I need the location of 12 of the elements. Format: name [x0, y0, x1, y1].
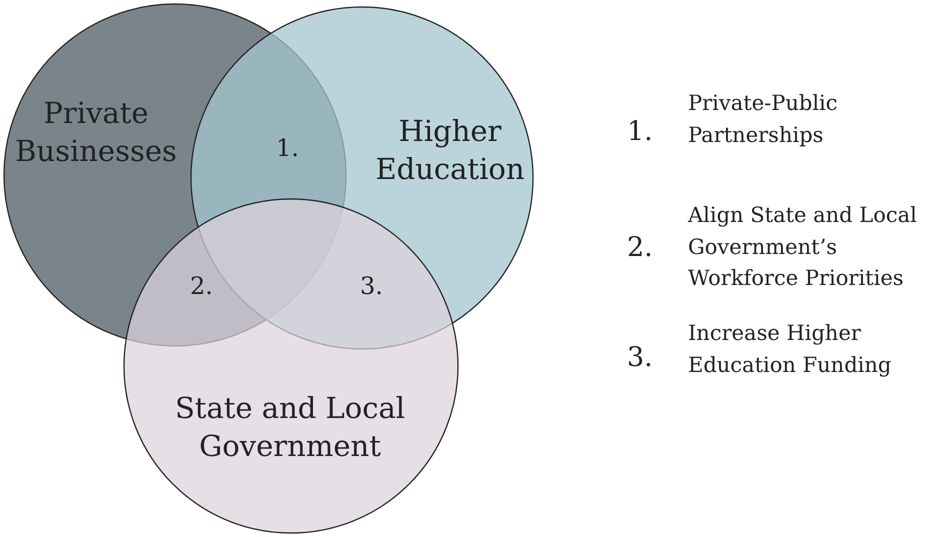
list-number: 3. — [627, 341, 654, 375]
list-number: 2. — [627, 231, 654, 265]
list-number: 1. — [627, 115, 654, 149]
circle-label: State and Local Government — [174, 390, 406, 465]
region-number: 1. — [276, 133, 300, 164]
region-number: 3. — [360, 271, 384, 302]
list-item-text: Align State and Local Government’s Workforce Priorities — [688, 202, 918, 292]
list-item-text: Private-Public Partnerships — [688, 90, 839, 148]
list-item-text: Increase Higher Education Funding — [688, 320, 892, 379]
circle-label: Private Businesses — [14, 95, 178, 170]
circle-label: Higher Education — [374, 113, 526, 188]
region-number: 2. — [190, 271, 214, 302]
